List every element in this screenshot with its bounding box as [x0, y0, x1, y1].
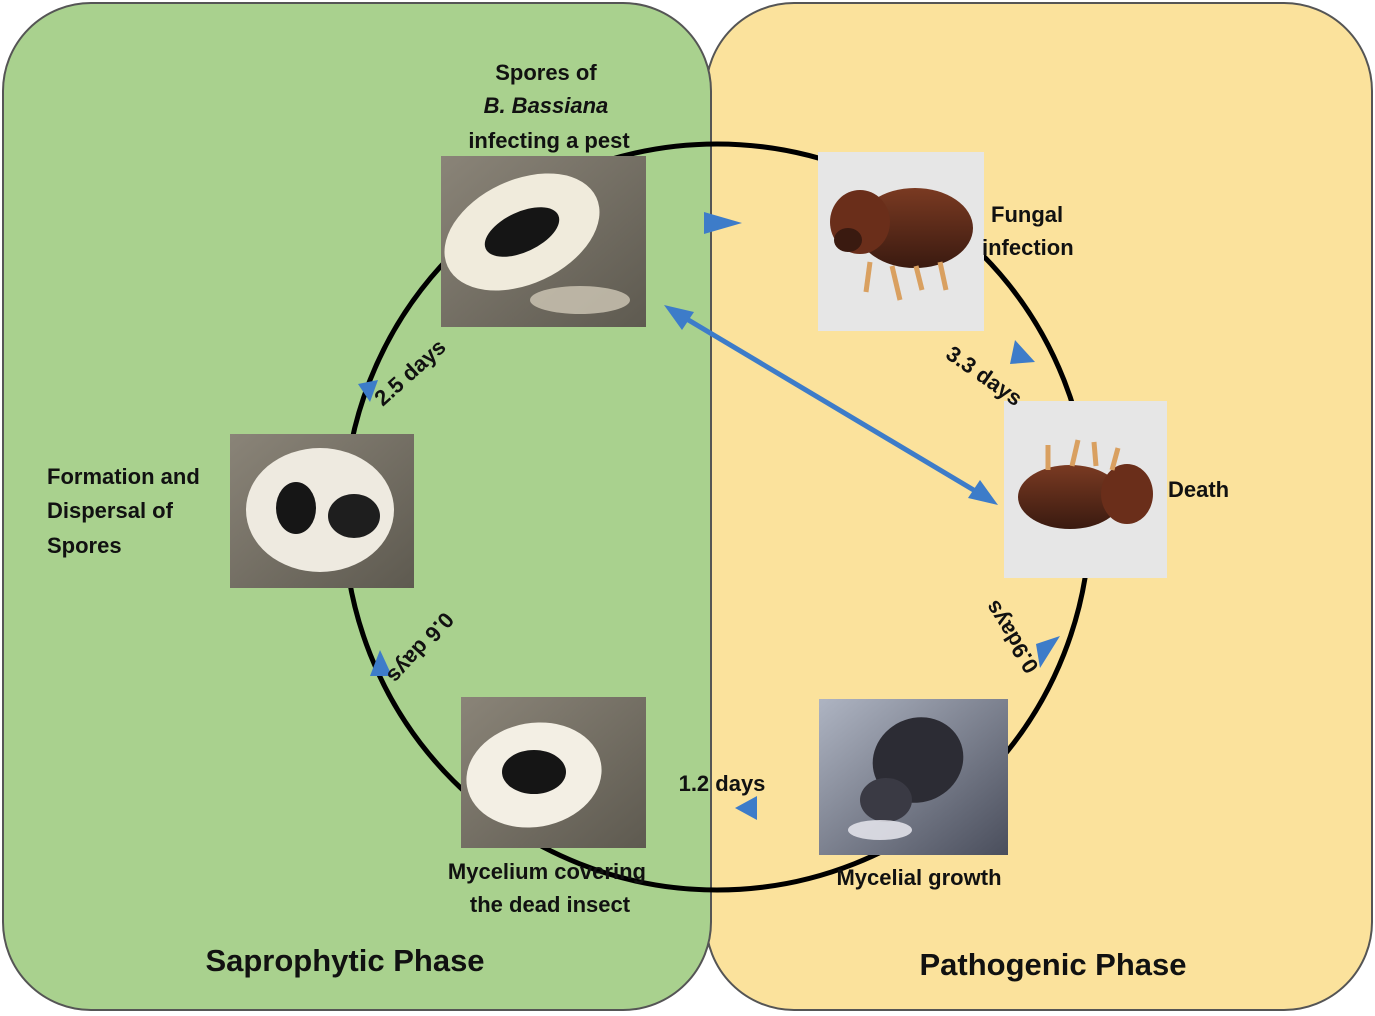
fungal-infection-label-line1: Fungal — [991, 202, 1063, 227]
duration-growth-to-covering: 1.2 days — [679, 771, 766, 796]
fungal-infection-label: Fungal infection — [982, 202, 1074, 260]
formation-label-line2: Dispersal of — [47, 498, 174, 523]
mycelium-covering-photo — [461, 697, 646, 848]
cycle-arrows — [358, 212, 1060, 820]
arrow-to-fungal-infection — [704, 212, 742, 234]
spores-label: Spores of B. Bassiana infecting a pest — [468, 60, 630, 153]
formation-label-line3: Spores — [47, 533, 122, 558]
formation-dispersal-photo — [230, 434, 414, 588]
mycelial-growth-label: Mycelial growth — [836, 865, 1001, 890]
arrow-to-formation — [370, 650, 392, 676]
arrow-to-death — [1010, 340, 1035, 364]
spores-label-line1: Spores of — [495, 60, 597, 85]
fungal-infection-beetle-image — [818, 152, 984, 331]
formation-label-line1: Formation and — [47, 464, 200, 489]
formation-label: Formation and Dispersal of Spores — [47, 464, 206, 558]
spores-label-line2: B. Bassiana — [484, 93, 609, 118]
mycelium-covering-label-line1: Mycelium covering — [448, 859, 646, 884]
arrow-to-spores — [358, 380, 378, 402]
mycelium-covering-label: Mycelium covering the dead insect — [448, 859, 652, 917]
arrow-to-mycelium-covering — [735, 796, 757, 820]
death-beetle-image — [1004, 401, 1167, 578]
death-label: Death — [1168, 477, 1229, 502]
saprophytic-phase-title: Saprophytic Phase — [205, 943, 484, 978]
double-headed-arrow — [664, 305, 998, 505]
spores-infecting-pest-photo — [441, 156, 646, 327]
spores-label-line3: infecting a pest — [468, 128, 630, 153]
mycelium-covering-label-line2: the dead insect — [470, 892, 631, 917]
arrow-to-mycelial-growth — [1036, 636, 1060, 668]
pathogenic-phase-title: Pathogenic Phase — [919, 947, 1186, 982]
mycelial-growth-photo — [819, 699, 1008, 855]
fungal-infection-label-line2: infection — [982, 235, 1074, 260]
